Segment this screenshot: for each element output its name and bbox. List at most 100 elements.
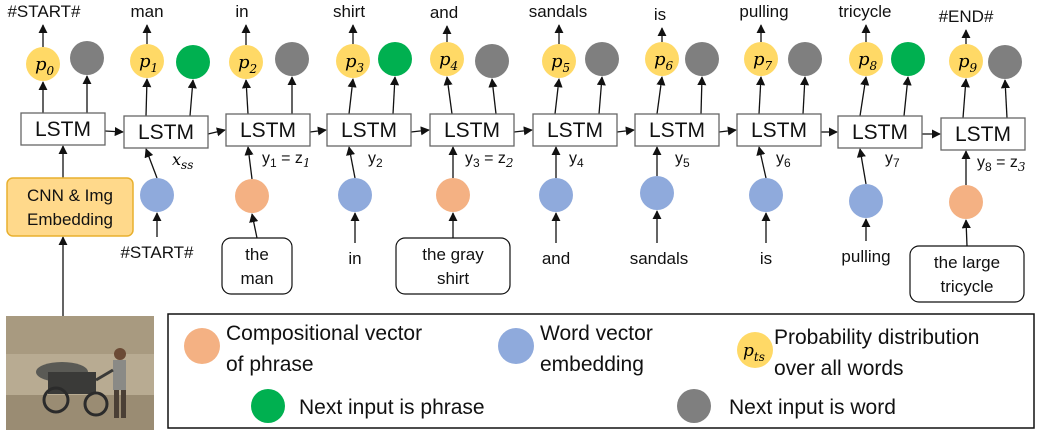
lstm-box: LSTM [326, 113, 412, 147]
cnn-label-line2: Embedding [27, 210, 113, 229]
svg-text:LSTM: LSTM [649, 119, 705, 142]
svg-text:in: in [348, 249, 361, 268]
lstm-box: LSTM [940, 117, 1026, 151]
svg-text:LSTM: LSTM [444, 119, 500, 142]
hidden-state-label: y3 = z2 [465, 150, 514, 170]
lstm-box: LSTM [634, 113, 720, 147]
legend-prob-line2: over all words [774, 357, 904, 380]
legend-prob-symbol: pts [743, 341, 765, 364]
arrow-to-next-input [1000, 79, 1010, 119]
prob-node: p4 [430, 42, 464, 76]
svg-text:LSTM: LSTM [35, 118, 91, 141]
prob-node: p6 [645, 42, 679, 76]
svg-text:and: and [542, 249, 570, 268]
lstm-box: LSTM [736, 113, 822, 147]
arrow-label-to-input [249, 213, 259, 239]
input-label: sandals [630, 249, 689, 268]
arrow-label-to-input [961, 219, 971, 247]
output-word: man [130, 2, 163, 21]
arrow-to-prob [142, 78, 152, 117]
lstm-recurrent-arrow [718, 126, 737, 136]
svg-text:sandals: sandals [630, 249, 689, 268]
lstm-recurrent-arrow [207, 127, 226, 137]
input-label: #START# [120, 243, 194, 262]
lstm-recurrent-arrow [616, 126, 635, 136]
next-input-node [275, 42, 309, 76]
legend-word-vector-line2: embedding [540, 353, 644, 376]
svg-text:pulling: pulling [841, 247, 890, 266]
svg-text:p1: p1 [139, 51, 158, 75]
output-word: in [235, 2, 248, 21]
arrow-to-prob [960, 78, 970, 119]
input-node [235, 179, 269, 213]
legend-next-word-label: Next input is word [729, 396, 896, 419]
hidden-state-label: y4 [569, 150, 584, 170]
prob-node: p0 [26, 47, 60, 81]
prob-node: p3 [336, 44, 370, 78]
svg-text:p3: p3 [345, 51, 365, 75]
arrow-to-next-input [596, 76, 606, 115]
input-node [749, 178, 783, 212]
lstm-box: LSTM [837, 115, 923, 149]
svg-text:p2: p2 [238, 52, 257, 76]
lstm-box: LSTM [123, 115, 209, 149]
cnn-embedding-box: CNN & Img Embedding [6, 177, 134, 237]
svg-text:the: the [245, 245, 269, 264]
prob-node: p9 [949, 44, 983, 78]
legend-word-vector-node [498, 328, 534, 364]
arrow-input-to-lstm [856, 148, 867, 185]
arrow-to-prob [241, 79, 252, 115]
hidden-state-label: y7 [885, 150, 900, 170]
legend-phrase-vector-node [184, 328, 220, 364]
prob-node: p8 [849, 42, 883, 76]
arrow-to-next-input [902, 76, 912, 117]
svg-text:p0: p0 [35, 54, 55, 78]
svg-text:the large: the large [934, 253, 1000, 272]
hidden-state-label: y5 [675, 150, 690, 170]
svg-text:tricycle: tricycle [941, 277, 994, 296]
hidden-state-label: y6 [776, 150, 791, 170]
arrow-input-to-lstm [244, 146, 254, 180]
next-input-node [585, 42, 619, 76]
output-word: #END# [939, 7, 994, 26]
next-input-node [988, 45, 1022, 79]
lstm-recurrent-arrow [309, 126, 327, 136]
arrow-to-prob [859, 76, 870, 117]
input-label: pulling [841, 247, 890, 266]
input-label: is [760, 249, 772, 268]
input-label: in [348, 249, 361, 268]
output-word: tricycle [839, 2, 892, 21]
svg-text:#START#: #START# [120, 243, 194, 262]
svg-text:LSTM: LSTM [751, 119, 807, 142]
input-node [140, 178, 174, 212]
legend-next-phrase-node [251, 389, 285, 423]
svg-text:is: is [760, 249, 772, 268]
hidden-state-label: y2 [368, 150, 383, 170]
input-nodes [140, 176, 983, 219]
next-input-node [475, 44, 509, 78]
arrow-to-next-input [390, 76, 400, 115]
legend-next-word-node [677, 389, 711, 423]
arrow-to-prob [347, 78, 357, 115]
svg-text:p8: p8 [858, 49, 878, 73]
svg-text:LSTM: LSTM [341, 119, 397, 142]
legend-prob-node [737, 332, 773, 368]
input-node [436, 178, 470, 212]
next-input-node [378, 42, 412, 76]
svg-text:p9: p9 [958, 51, 978, 75]
input-label: and [542, 249, 570, 268]
legend-next-phrase-label: Next input is phrase [299, 396, 485, 419]
lstm-box: LSTM [225, 113, 311, 147]
prob-node: p5 [542, 44, 576, 78]
hidden-state-label: y1 = z1 [262, 150, 311, 170]
svg-text:LSTM: LSTM [240, 119, 296, 142]
prob-node: p1 [130, 44, 164, 78]
svg-text:LSTM: LSTM [138, 121, 194, 144]
svg-text:p5: p5 [551, 51, 570, 75]
next-input-node [685, 42, 719, 76]
cnn-label-line1: CNN & Img [27, 186, 113, 205]
